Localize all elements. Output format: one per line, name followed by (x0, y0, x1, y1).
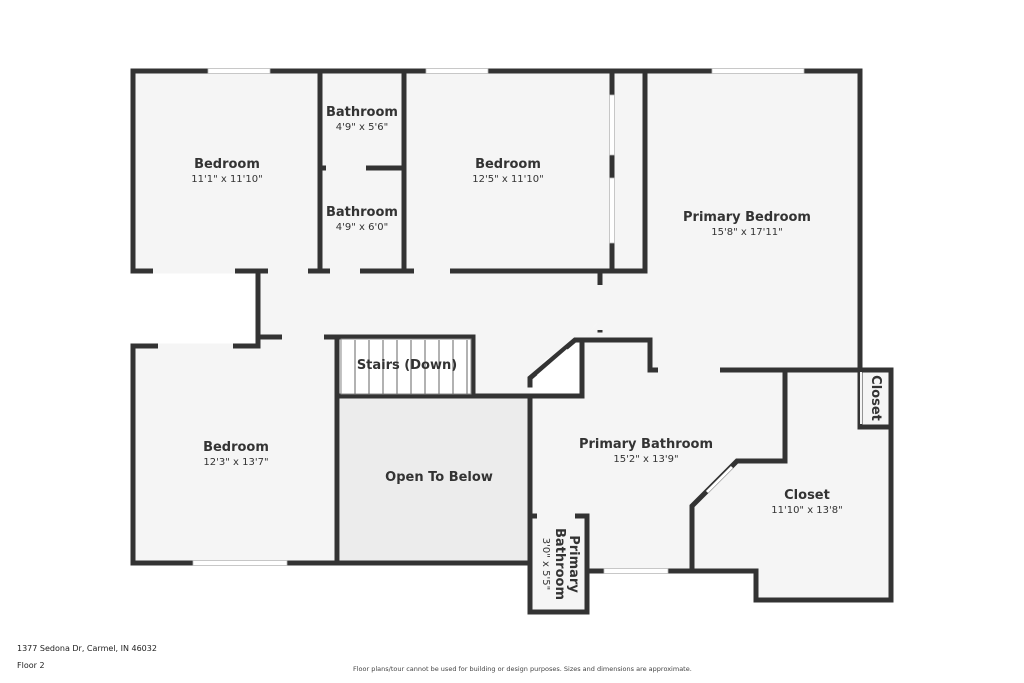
hallway-area (258, 271, 600, 396)
door-bathroom-b (330, 268, 360, 274)
stairs-treads (340, 338, 472, 395)
open-to-below-area (340, 396, 530, 563)
bathroom-top-area (320, 71, 404, 168)
door-primary-bath (658, 367, 720, 373)
openings (192, 68, 805, 574)
primary-bathroom-area (530, 340, 785, 571)
window-bedroom-sw-bottom (192, 560, 288, 566)
bedroom-nw-area (133, 71, 320, 271)
door-angled-bath (705, 465, 734, 494)
room-labels: Bedroom 11'1" x 11'10" Bathroom 4'9" x 5… (191, 105, 883, 600)
door-bathroom-a (268, 268, 308, 274)
door-bedroom-sw-hall (282, 334, 324, 340)
primary-bedroom-name: Primary Bedroom (683, 210, 811, 225)
closet-small-label: Closet (868, 375, 883, 421)
bathroom-mid-name: Bathroom (326, 205, 398, 220)
bedroom-nw-name: Bedroom (194, 157, 260, 172)
primary-bathroom-small-dims: 3'0" x 5'5" (540, 538, 551, 590)
primary-bedroom-area (582, 71, 860, 370)
door-angled-hall (537, 348, 569, 378)
closet-small-area (860, 370, 891, 427)
closet-area (692, 370, 891, 600)
primary-bedroom-dims: 15'8" x 17'11" (711, 227, 783, 238)
primary-bathroom-dims: 15'2" x 13'9" (613, 454, 678, 465)
bedroom-n-name: Bedroom (475, 157, 541, 172)
angled-doors (537, 348, 734, 494)
primary-bathroom-small-name-1: Primary (566, 535, 581, 593)
window-bedroom-n-side-b (609, 177, 615, 244)
door-closet-small (860, 372, 862, 424)
bedroom-nw-dims: 11'1" x 11'10" (191, 174, 263, 185)
property-address: 1377 Sedona Dr, Carmel, IN 46032 (17, 644, 157, 653)
bathroom-mid-area (320, 168, 404, 271)
stairs-name: Stairs (Down) (357, 358, 457, 373)
bedroom-sw-area (133, 337, 337, 563)
room-fills (133, 71, 891, 612)
bedroom-sw-dims: 12'3" x 13'7" (203, 457, 268, 468)
bedroom-n-dims: 12'5" x 11'10" (472, 174, 544, 185)
window-primary-bath-bottom (603, 568, 669, 574)
open-to-below-name: Open To Below (385, 470, 493, 485)
door-bedroom-sw-top (158, 343, 233, 349)
closet-name: Closet (784, 488, 830, 503)
bedroom-n-area (404, 71, 645, 271)
door-bedroom-n (414, 268, 450, 274)
bathroom-top-dims: 4'9" x 5'6" (336, 122, 388, 133)
bathroom-mid-dims: 4'9" x 6'0" (336, 222, 388, 233)
primary-bathroom-small-label: Primary Bathroom 3'0" x 5'5" (540, 528, 581, 600)
bedroom-sw-name: Bedroom (203, 440, 269, 455)
window-bedroom-n-side-a (609, 94, 615, 156)
bathroom-top-name: Bathroom (326, 105, 398, 120)
door-primary-bedroom-hall (597, 285, 603, 330)
door-gaps (153, 165, 862, 519)
primary-bathroom-name: Primary Bathroom (579, 437, 713, 452)
closet-dims: 11'10" x 13'8" (771, 505, 843, 516)
door-bath-split (326, 165, 366, 171)
primary-bathroom-small-name-2: Bathroom (552, 528, 567, 600)
disclaimer-text: Floor plans/tour cannot be used for buil… (353, 665, 692, 673)
floor-label: Floor 2 (17, 661, 45, 670)
window-bedroom-n (425, 68, 489, 74)
window-primary-bedroom (711, 68, 805, 74)
window-bedroom-nw (207, 68, 271, 74)
closet-small-name: Closet (868, 375, 883, 421)
door-primary-bath-small (537, 513, 575, 519)
door-bedroom-nw (153, 268, 235, 274)
primary-bathroom-small-area (530, 516, 587, 612)
